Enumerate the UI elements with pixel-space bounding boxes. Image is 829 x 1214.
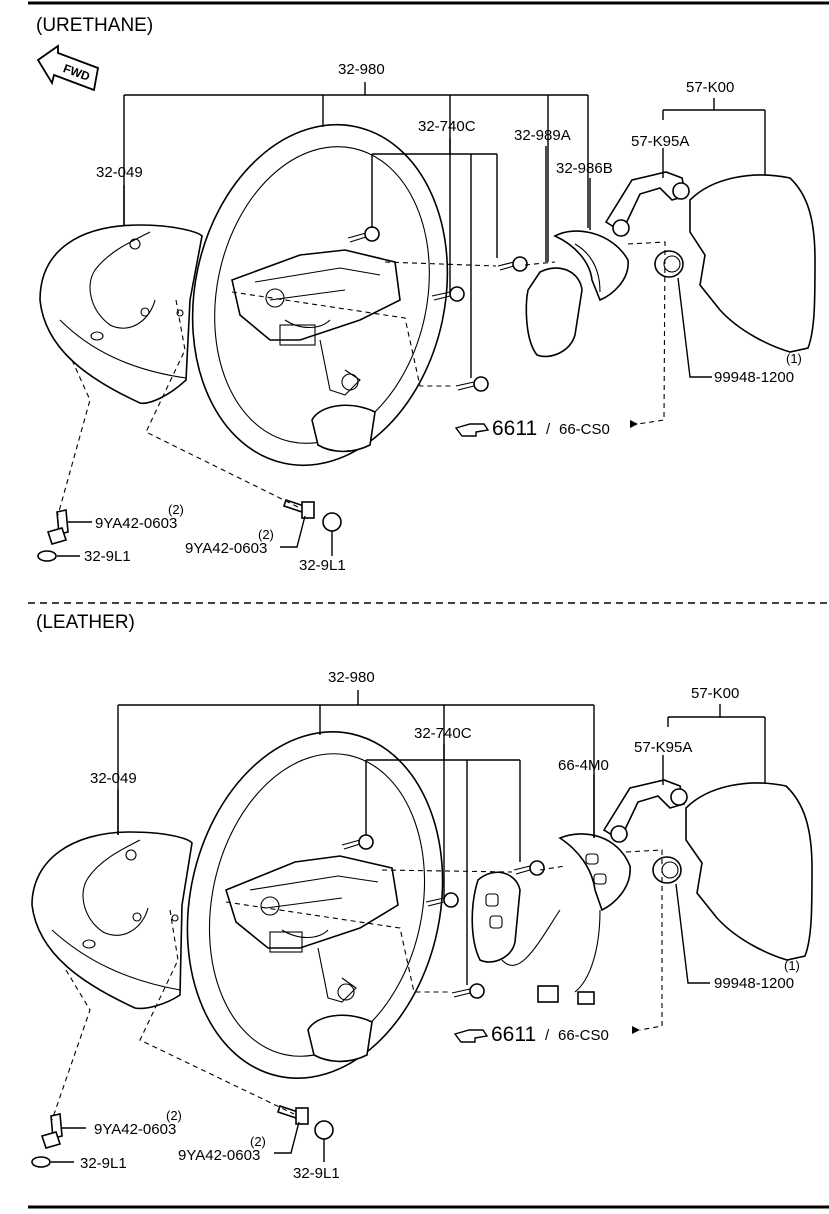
leader-lines bbox=[57, 82, 766, 557]
label-nut: 99948-1200 bbox=[714, 369, 794, 386]
screws bbox=[341, 834, 545, 999]
cap-left-icon bbox=[37, 550, 57, 562]
label-cap-left: 32-9L1 bbox=[84, 548, 131, 565]
label-airbag-module: 57-K00 bbox=[691, 685, 739, 702]
screw-icon bbox=[513, 860, 545, 876]
airbag-module-part bbox=[685, 782, 813, 961]
label-nut-qty: (1) bbox=[786, 351, 802, 366]
label-nut: 99948-1200 bbox=[714, 975, 794, 992]
ref-main: 6611 bbox=[491, 1023, 536, 1046]
hand-pointer-icon bbox=[453, 1029, 489, 1043]
cap-right-icon bbox=[314, 1120, 334, 1140]
label-screw: 32-740C bbox=[414, 725, 472, 742]
ref-sep: / bbox=[545, 1027, 550, 1044]
ref-6611[interactable]: 6611 / 66-CS0 bbox=[453, 1023, 640, 1046]
screws bbox=[347, 226, 528, 392]
label-bolt-left-qty: (2) bbox=[168, 502, 184, 517]
cap-right-icon bbox=[322, 512, 342, 532]
ref-sub: 66-CS0 bbox=[558, 1027, 609, 1044]
label-nut-qty: (1) bbox=[784, 958, 800, 973]
label-cap-right: 32-9L1 bbox=[299, 557, 346, 574]
ref-sub: 66-CS0 bbox=[559, 421, 610, 438]
label-bolt-right-qty: (2) bbox=[258, 527, 274, 542]
switch-part bbox=[471, 833, 631, 1005]
label-wheel-assy: 32-980 bbox=[328, 669, 375, 686]
cover-left-part bbox=[525, 267, 583, 358]
label-wheel-assy: 32-980 bbox=[338, 61, 385, 78]
section-urethane: (URETHANE) FWD bbox=[36, 15, 816, 574]
bolt-left-icon bbox=[46, 509, 69, 545]
label-screw: 32-740C bbox=[418, 118, 476, 135]
label-column-cover: 32-049 bbox=[90, 770, 137, 787]
screw-icon bbox=[497, 256, 528, 272]
nut-part bbox=[652, 856, 682, 884]
screw-icon bbox=[431, 286, 465, 302]
label-cap-left: 32-9L1 bbox=[80, 1155, 127, 1172]
label-bracket: 57-K95A bbox=[634, 739, 692, 756]
label-bolt-left-qty: (2) bbox=[166, 1108, 182, 1123]
nut-part bbox=[654, 250, 684, 278]
airbag-module-part bbox=[689, 174, 816, 353]
section-leather: (LEATHER) bbox=[31, 612, 813, 1182]
label-cover-right: 32-986B bbox=[556, 160, 613, 177]
ref-arrow-icon bbox=[632, 1026, 640, 1034]
bracket-part bbox=[604, 171, 690, 237]
screw-icon bbox=[455, 376, 489, 392]
fwd-arrow-icon: FWD bbox=[36, 44, 100, 92]
label-bolt-left: 9YA42-0603 bbox=[95, 515, 177, 532]
label-bolt-right: 9YA42-0603 bbox=[185, 540, 267, 557]
section-title: (URETHANE) bbox=[36, 15, 153, 36]
ref-arrow-icon bbox=[630, 420, 638, 428]
ref-main: 6611 bbox=[492, 417, 537, 440]
column-cover-part bbox=[39, 224, 203, 405]
steering-wheel-part bbox=[186, 731, 444, 1079]
ref-sep: / bbox=[546, 421, 551, 438]
label-cover-left: 32-989A bbox=[514, 127, 571, 144]
hand-pointer-icon bbox=[454, 423, 490, 437]
screw-icon bbox=[451, 983, 485, 999]
label-bolt-left: 9YA42-0603 bbox=[94, 1121, 176, 1138]
column-cover-part bbox=[31, 831, 193, 1010]
label-bolt-right-qty: (2) bbox=[250, 1134, 266, 1149]
bolt-left-icon bbox=[40, 1113, 63, 1149]
cover-right-part bbox=[553, 230, 629, 302]
ref-6611[interactable]: 6611 / 66-CS0 bbox=[454, 417, 638, 440]
label-column-cover: 32-049 bbox=[96, 164, 143, 181]
steering-wheel-part bbox=[191, 123, 449, 467]
label-switch: 66-4M0 bbox=[558, 757, 609, 774]
label-airbag-module: 57-K00 bbox=[686, 79, 734, 96]
label-bracket: 57-K95A bbox=[631, 133, 689, 150]
leader-lines bbox=[51, 690, 766, 1163]
screw-icon bbox=[341, 834, 374, 850]
label-cap-right: 32-9L1 bbox=[293, 1165, 340, 1182]
section-title: (LEATHER) bbox=[36, 612, 135, 633]
bracket-part bbox=[602, 779, 688, 843]
label-bolt-right: 9YA42-0603 bbox=[178, 1147, 260, 1164]
cap-left-icon bbox=[31, 1156, 51, 1168]
